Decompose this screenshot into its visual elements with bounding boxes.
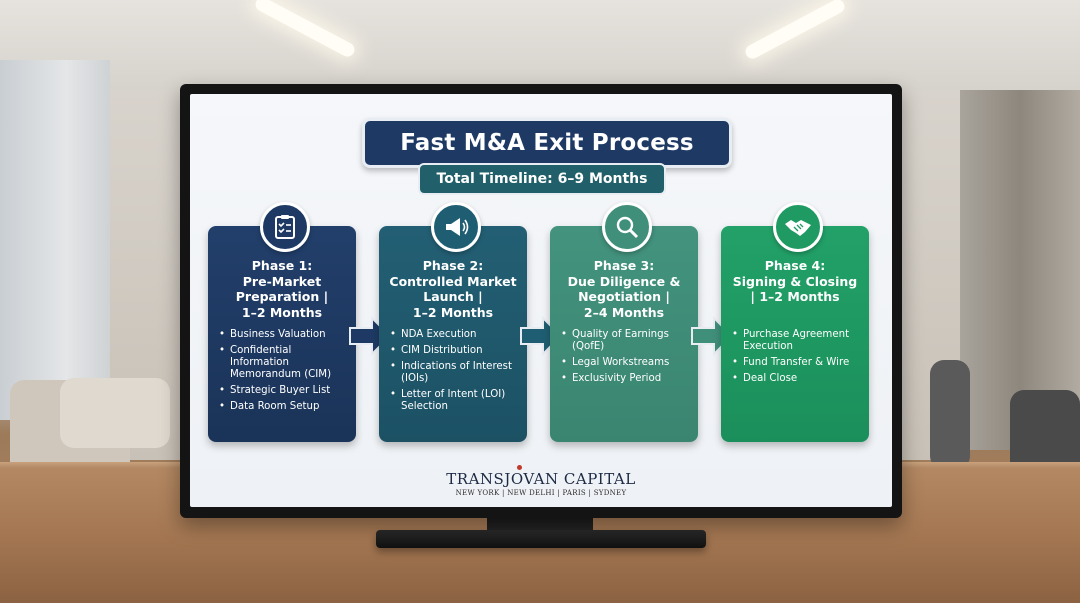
phase-heading-line: Phase 3:: [593, 258, 655, 273]
list-item: Fund Transfer & Wire: [731, 357, 863, 369]
list-item: Indications of Interest (IOIs): [389, 361, 521, 385]
phase-card-3: Phase 3: Due Diligence & Negotiation | 2…: [550, 226, 698, 442]
phase-heading-line: Phase 2:: [422, 258, 484, 273]
phase-card-1: Phase 1: Pre-Market Preparation | 1–2 Mo…: [208, 226, 356, 442]
phase-heading-line: Preparation |: [235, 289, 329, 304]
phase-heading-line: 2–4 Months: [583, 304, 665, 320]
phase-heading-line: 1–2 Months: [412, 304, 494, 320]
list-item: Deal Close: [731, 373, 863, 385]
window-left: [0, 60, 110, 420]
timeline-badge: Total Timeline: 6–9 Months: [418, 163, 666, 195]
phase-list: Purchase Agreement Execution Fund Transf…: [731, 329, 863, 389]
list-item: Quality of Earnings (QofE): [560, 329, 692, 353]
monitor-stand-base: [376, 530, 706, 548]
timeline-text: Total Timeline: 6–9 Months: [436, 171, 648, 187]
list-item: Legal Workstreams: [560, 357, 692, 369]
slide-screen: Fast M&A Exit Process Total Timeline: 6–…: [190, 94, 892, 507]
phase-list: Quality of Earnings (QofE) Legal Workstr…: [560, 329, 692, 389]
phase-heading-line: Due Diligence &: [567, 273, 681, 289]
list-item: NDA Execution: [389, 329, 521, 341]
monitor: Fast M&A Exit Process Total Timeline: 6–…: [180, 84, 902, 518]
phase-heading-line: Controlled Market: [389, 273, 517, 289]
phase-list: NDA Execution CIM Distribution Indicatio…: [389, 329, 521, 417]
megaphone-icon: [431, 202, 481, 252]
list-item: Confidential Information Memorandum (CIM…: [218, 345, 350, 381]
phase-heading-line: Pre-Market: [242, 273, 322, 289]
clipboard-checklist-icon: [260, 202, 310, 252]
chair-right: [930, 360, 970, 470]
phase-heading-line: Launch |: [423, 289, 483, 304]
handshake-icon: [773, 202, 823, 252]
brand-cities: NEW YORK | NEW DELHI | PARIS | SYDNEY: [455, 489, 627, 497]
phase-heading-line: Negotiation |: [578, 289, 670, 304]
title-banner: Fast M&A Exit Process: [362, 118, 732, 168]
brand-name: TRANSJOVAN CAPITAL: [446, 470, 636, 488]
phase-heading: Phase 4: Signing & Closing | 1–2 Months: [725, 258, 865, 305]
phase-list: Business Valuation Confidential Informat…: [218, 329, 350, 417]
phase-heading-line: Phase 1:: [251, 258, 313, 273]
phase-card-4: Phase 4: Signing & Closing | 1–2 Months …: [721, 226, 869, 442]
list-item: Strategic Buyer List: [218, 385, 350, 397]
ceiling: [0, 0, 1080, 90]
list-item: Purchase Agreement Execution: [731, 329, 863, 353]
phase-heading: Phase 1: Pre-Market Preparation | 1–2 Mo…: [212, 258, 352, 320]
phase-heading-line: Signing & Closing: [732, 273, 858, 289]
phase-heading-line: Phase 4:: [764, 258, 826, 273]
phase-card-2: Phase 2: Controlled Market Launch | 1–2 …: [379, 226, 527, 442]
list-item: Letter of Intent (LOI) Selection: [389, 389, 521, 413]
slide-title: Fast M&A Exit Process: [400, 130, 694, 156]
phase-heading-line: | 1–2 Months: [750, 289, 840, 304]
phase-heading-line: 1–2 Months: [241, 304, 323, 320]
chair-left-2: [60, 378, 170, 448]
list-item: Business Valuation: [218, 329, 350, 341]
magnifying-glass-icon: [602, 202, 652, 252]
phase-heading: Phase 3: Due Diligence & Negotiation | 2…: [554, 258, 694, 320]
brand-logo-dot: [517, 465, 522, 470]
list-item: Data Room Setup: [218, 401, 350, 413]
list-item: CIM Distribution: [389, 345, 521, 357]
list-item: Exclusivity Period: [560, 373, 692, 385]
phase-heading: Phase 2: Controlled Market Launch | 1–2 …: [383, 258, 523, 320]
